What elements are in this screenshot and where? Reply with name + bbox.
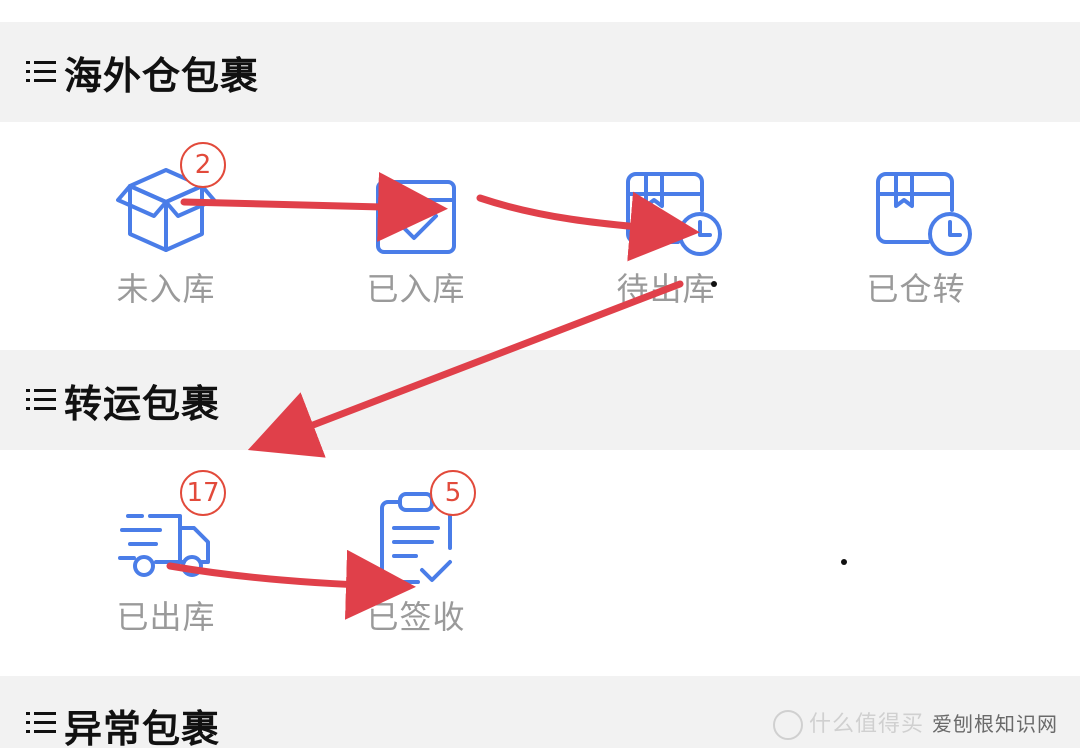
box-clock-icon	[626, 172, 722, 256]
section-header-exception: 异常包裹	[0, 676, 1080, 748]
grid-item-received[interactable]: 已入库	[316, 148, 516, 310]
grid-item-warehouse-transferred[interactable]: 已仓转	[816, 148, 1016, 310]
box-check-icon	[376, 180, 456, 254]
item-label: 已仓转	[866, 270, 966, 308]
box-clock-icon	[876, 172, 972, 256]
count-badge: 5	[430, 470, 476, 516]
watermark-text: 什么值得买	[808, 712, 924, 737]
list-icon	[26, 61, 56, 82]
count-badge: 2	[180, 142, 226, 188]
section-title: 异常包裹	[64, 707, 221, 748]
grid-item-pending-outbound[interactable]: 待出库	[566, 148, 766, 310]
watermark-seal-icon	[772, 710, 803, 740]
list-icon	[26, 712, 56, 733]
item-label: 已出库	[116, 598, 216, 636]
watermark-site: 爱刨根知识网	[932, 712, 1058, 736]
item-label: 已签收	[366, 598, 466, 636]
item-label: 已入库	[366, 270, 466, 308]
section-title: 海外仓包裹	[64, 53, 260, 98]
stray-dot	[841, 559, 847, 565]
list-icon	[26, 389, 56, 410]
section-title: 转运包裹	[64, 381, 221, 426]
grid-item-shipped[interactable]: 17 已出库	[66, 470, 266, 638]
item-label: 待出库	[616, 270, 716, 308]
section-header-overseas-warehouse: 海外仓包裹	[0, 22, 1080, 122]
watermark: 什么值得买 爱刨根知识网	[772, 706, 1058, 740]
count-badge: 17	[180, 470, 226, 516]
grid-item-not-received[interactable]: 2 未入库	[66, 142, 266, 310]
section-header-transit: 转运包裹	[0, 350, 1080, 450]
item-label: 未入库	[116, 270, 216, 308]
delivery-truck-icon	[118, 514, 210, 577]
grid-item-signed[interactable]: 5 已签收	[316, 470, 516, 638]
